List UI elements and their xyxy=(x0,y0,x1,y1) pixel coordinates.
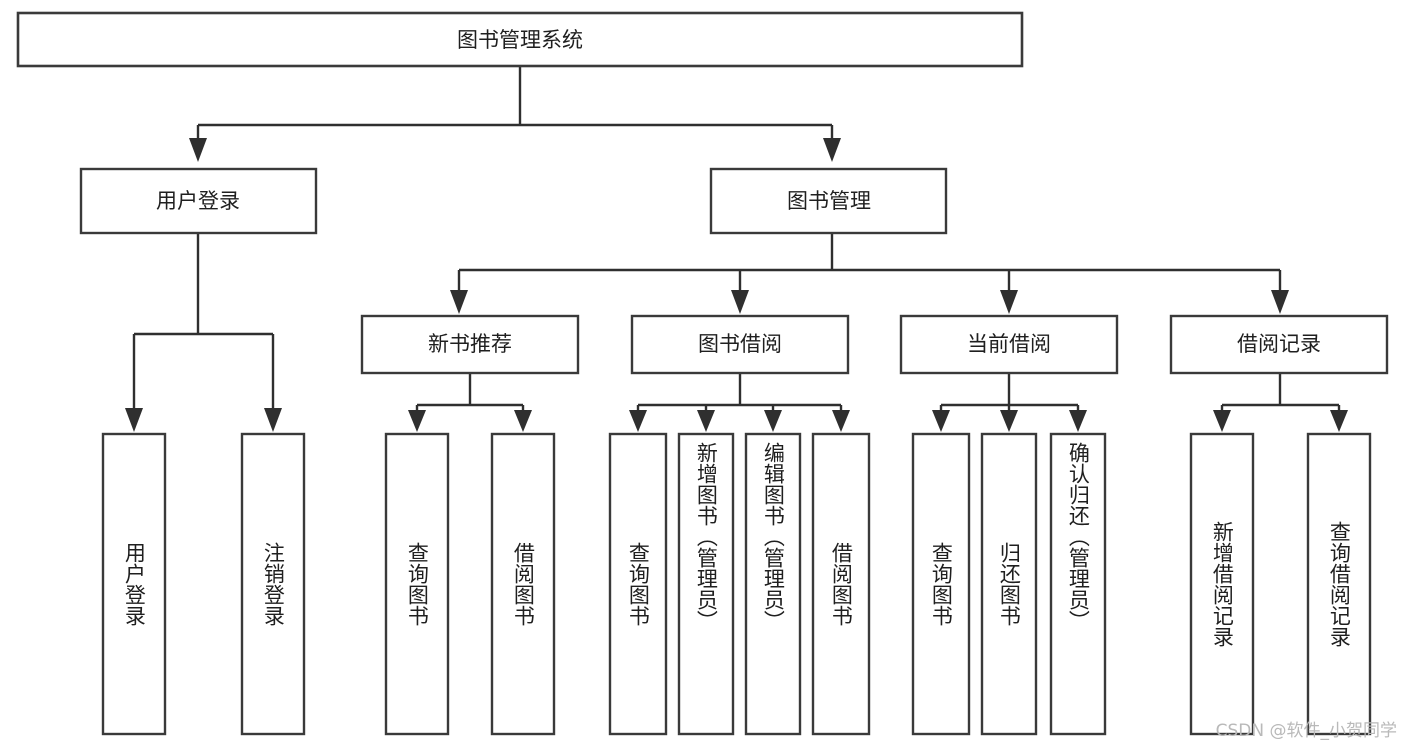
edge-group-new-book-to-leaves xyxy=(408,373,532,432)
arrowhead-leaf-book-borrow-0 xyxy=(629,410,647,432)
arrowhead-leaf-user-login-0 xyxy=(125,408,143,432)
leaf-box-new-book-1 xyxy=(490,432,556,736)
node-current-borrow-box xyxy=(899,314,1119,375)
edge-group-user-login-to-leaves xyxy=(125,233,282,432)
node-new-book-recommend[interactable]: 新书推荐 xyxy=(360,314,580,375)
leaf-node-book-borrow-2[interactable] xyxy=(744,432,802,736)
leaf-node-book-borrow-1[interactable] xyxy=(677,432,735,736)
arrowhead-user-login xyxy=(189,138,207,162)
node-book-management-box xyxy=(709,167,948,235)
node-book-management-label: 图书管理 xyxy=(787,189,871,213)
arrowhead-current-borrow xyxy=(1000,290,1018,314)
node-current-borrow[interactable]: 当前借阅 xyxy=(899,314,1119,375)
leaf-box-book-borrow-3 xyxy=(811,432,871,736)
node-current-borrow-label: 当前借阅 xyxy=(967,332,1051,356)
leaf-box-user-login-1 xyxy=(240,432,306,736)
arrowhead-borrow-record xyxy=(1271,290,1289,314)
node-borrow-record-label: 借阅记录 xyxy=(1237,332,1321,356)
arrowhead-leaf-new-book-1 xyxy=(514,410,532,432)
node-book-borrow-box xyxy=(630,314,850,375)
node-user-login-box xyxy=(79,167,318,235)
leaf-node-borrow-record-0[interactable] xyxy=(1189,432,1255,736)
arrowhead-leaf-new-book-0 xyxy=(408,410,426,432)
leaf-box-book-borrow-0 xyxy=(608,432,668,736)
arrowhead-leaf-current-borrow-2 xyxy=(1069,410,1087,432)
leaf-box-current-borrow-1 xyxy=(980,432,1038,736)
node-new-book-recommend-box xyxy=(360,314,580,375)
arrowhead-book-borrow xyxy=(731,290,749,314)
arrowhead-leaf-book-borrow-1 xyxy=(697,410,715,432)
leaf-node-new-book-0[interactable] xyxy=(384,432,450,736)
leaf-node-current-borrow-2[interactable] xyxy=(1049,432,1107,736)
node-new-book-recommend-label: 新书推荐 xyxy=(428,332,512,356)
leaf-node-book-borrow-3[interactable] xyxy=(811,432,871,736)
arrowhead-new-book-recommend xyxy=(450,290,468,314)
leaf-node-user-login-1[interactable] xyxy=(240,432,306,736)
arrowhead-leaf-book-borrow-3 xyxy=(832,410,850,432)
node-borrow-record[interactable]: 借阅记录 xyxy=(1169,314,1389,375)
edge-group-current-borrow-to-leaves xyxy=(932,373,1087,432)
node-book-management[interactable]: 图书管理 xyxy=(709,167,948,235)
edge-group-root-to-level2 xyxy=(189,66,841,162)
edge-group-borrow-record-to-leaves xyxy=(1213,373,1348,432)
node-book-borrow-label: 图书借阅 xyxy=(698,332,782,356)
arrowhead-leaf-current-borrow-1 xyxy=(1000,410,1018,432)
leaf-box-new-book-0 xyxy=(384,432,450,736)
leaf-box-book-borrow-1 xyxy=(677,432,735,736)
arrowhead-leaf-borrow-record-0 xyxy=(1213,410,1231,432)
leaf-box-current-borrow-2 xyxy=(1049,432,1107,736)
edge-group-book-borrow-to-leaves xyxy=(629,373,850,432)
node-root-label: 图书管理系统 xyxy=(457,28,583,52)
leaf-box-book-borrow-2 xyxy=(744,432,802,736)
arrowhead-book-manage xyxy=(823,138,841,162)
leaf-box-user-login-0 xyxy=(101,432,167,736)
node-root-box xyxy=(16,11,1024,68)
arrowhead-leaf-borrow-record-1 xyxy=(1330,410,1348,432)
csdn-watermark: CSDN @软件_小贺同学 xyxy=(1215,721,1397,741)
leaf-box-current-borrow-0 xyxy=(911,432,971,736)
arrowhead-leaf-current-borrow-0 xyxy=(932,410,950,432)
arrowhead-leaf-book-borrow-2 xyxy=(764,410,782,432)
leaf-node-borrow-record-1[interactable] xyxy=(1306,432,1372,736)
leaf-box-borrow-record-1 xyxy=(1306,432,1372,736)
node-user-login-label: 用户登录 xyxy=(156,189,240,213)
leaf-node-current-borrow-1[interactable] xyxy=(980,432,1038,736)
node-borrow-record-box xyxy=(1169,314,1389,375)
leaf-node-user-login-0[interactable] xyxy=(101,432,167,736)
node-user-login[interactable]: 用户登录 xyxy=(79,167,318,235)
leaf-box-borrow-record-0 xyxy=(1189,432,1255,736)
arrowhead-leaf-user-login-1 xyxy=(264,408,282,432)
node-root-book-management-system[interactable]: 图书管理系统 xyxy=(16,11,1024,68)
leaf-node-book-borrow-0[interactable] xyxy=(608,432,668,736)
leaf-node-current-borrow-0[interactable] xyxy=(911,432,971,736)
edge-group-book-manage-to-level3 xyxy=(450,233,1289,314)
leaf-node-new-book-1[interactable] xyxy=(490,432,556,736)
node-book-borrow[interactable]: 图书借阅 xyxy=(630,314,850,375)
